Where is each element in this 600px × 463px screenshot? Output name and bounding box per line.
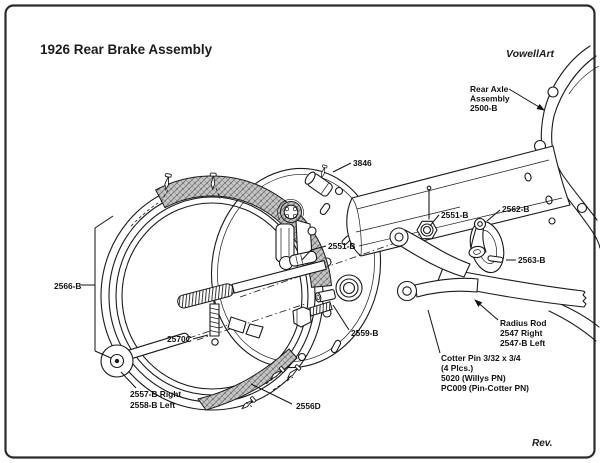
- rivet: [576, 202, 588, 214]
- leader-2559b: [332, 304, 350, 331]
- link-pin: [487, 255, 504, 263]
- label-cotter-pin-1: Cotter Pin 3/32 x 3/4: [441, 353, 521, 363]
- label-rear-axle-1: Rear Axle: [470, 84, 509, 94]
- brake-cam-mechanism: [275, 164, 333, 271]
- label-2556d: 2556D: [296, 401, 321, 411]
- label-cotter-pin-3: 5020 (Willys PN): [441, 373, 506, 383]
- label-2563b: 2563-B: [518, 255, 545, 265]
- leader-radius-rod: [474, 299, 499, 321]
- spring-seat-nut: [416, 220, 438, 240]
- rivet: [547, 86, 559, 98]
- leader-2556d: [250, 383, 293, 405]
- artist-credit: VowellArt: [506, 48, 555, 60]
- label-2566b: 2566-B: [54, 281, 81, 291]
- leader-cotter-pin: [427, 309, 441, 354]
- anchor-bolt: [292, 301, 333, 328]
- tube-hole: [524, 172, 532, 182]
- hub: [335, 274, 363, 302]
- plate-hole: [334, 186, 344, 196]
- label-3846: 3846: [353, 158, 372, 168]
- label-cotter-pin-2: (4 Plcs.): [441, 363, 473, 373]
- plate-slot: [330, 339, 342, 354]
- rear-axle-housing: [533, 45, 600, 342]
- leader-2566b: [81, 215, 114, 359]
- band-spring: [209, 295, 220, 346]
- label-rear-axle-2: Assembly: [470, 94, 510, 104]
- adjusting-rod: [177, 260, 327, 309]
- tube-hole: [548, 217, 556, 225]
- label-2551b-right: 2551-B: [441, 210, 468, 220]
- tube-hole: [545, 195, 553, 205]
- label-radius-rod-2: 2547 Right: [500, 328, 543, 338]
- label-2562b: 2562-B: [502, 204, 529, 214]
- label-roller-2: 2558-B Left: [130, 400, 175, 410]
- spring-hook: [211, 338, 219, 346]
- radius-rod-eye: [396, 280, 418, 302]
- revision-mark: Rev.: [532, 438, 553, 449]
- band-roller: [100, 332, 190, 378]
- leader-3846: [332, 162, 352, 173]
- leader-2562b: [486, 209, 501, 222]
- spring-seat-pin: [426, 185, 432, 220]
- label-cotter-pin-4: PC009 (Pin-Cotter PN): [441, 383, 529, 393]
- leader-2551b-right: [429, 214, 440, 227]
- radius-rod: [389, 227, 587, 308]
- label-2570c: 2570C: [167, 334, 192, 344]
- leader-2570c: [192, 334, 209, 340]
- leader-rear-axle: [508, 88, 545, 111]
- cam-pin: [278, 250, 318, 271]
- label-rear-axle-3: 2500-B: [470, 103, 497, 113]
- label-2551b-center: 2551-B: [328, 241, 355, 251]
- leader-2551b-center: [301, 245, 327, 261]
- page-title: 1926 Rear Brake Assembly: [40, 42, 213, 57]
- plate-slot: [319, 202, 331, 216]
- leader-roller: [120, 371, 137, 389]
- band-end-lug: [245, 323, 264, 339]
- label-radius-rod-3: 2547-B Left: [500, 338, 545, 348]
- label-radius-rod-1: Radius Rod: [500, 318, 547, 328]
- anchor-sleeve: [314, 289, 336, 303]
- radius-rod-eye: [389, 227, 409, 247]
- label-2559b: 2559-B: [351, 328, 378, 338]
- band-end-lug: [227, 316, 247, 334]
- lining-segment: [197, 348, 302, 412]
- grease-cup: [304, 171, 333, 197]
- shock-link: [468, 217, 487, 259]
- label-roller-1: 2557-B Right: [130, 389, 181, 399]
